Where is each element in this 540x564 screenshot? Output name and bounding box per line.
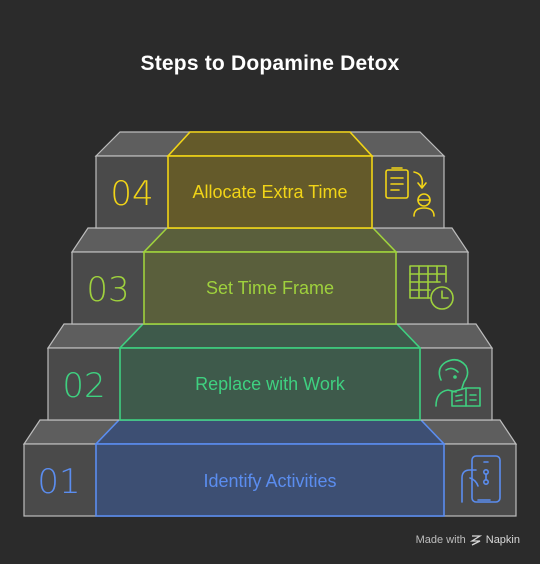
step-04-highlight-top: [166, 131, 374, 157]
step-04: 04 Allocate Extra Time: [94, 131, 446, 229]
step-03-label: Set Time Frame: [206, 278, 334, 298]
napkin-logo-icon: [469, 535, 482, 546]
footer-attribution: Made with Napkin: [416, 534, 520, 546]
step-01-number: 01: [37, 462, 80, 502]
step-01-highlight-top: [94, 419, 446, 445]
checklist-person-icon: [385, 167, 435, 217]
step-04-label: Allocate Extra Time: [192, 182, 347, 202]
step-04-number: 04: [110, 174, 153, 214]
calendar-clock-icon: [409, 265, 454, 310]
step-03-highlight: [143, 251, 397, 325]
made-with-text: Made with: [415, 534, 466, 546]
step-02-label: Replace with Work: [195, 374, 346, 394]
diagram-title: Steps to Dopamine Detox: [140, 52, 400, 75]
phone-hand-icon: [461, 455, 501, 503]
step-02: 02 Replace with Work: [46, 323, 494, 421]
step-02-number: 02: [62, 366, 105, 406]
step-03: 03 Set Time Frame: [70, 227, 470, 325]
step-04-highlight: [167, 155, 373, 229]
step-03-number: 03: [86, 270, 129, 310]
step-01: 01 Identify Activities: [22, 419, 518, 517]
napkin-brand[interactable]: Napkin: [485, 534, 520, 546]
step-01-highlight: [95, 443, 445, 517]
person-reading-icon: [435, 358, 481, 407]
step-01-label: Identify Activities: [203, 471, 336, 491]
step-02-highlight-top: [118, 323, 422, 349]
step-02-highlight: [119, 347, 421, 421]
step-03-highlight-top: [142, 227, 398, 253]
